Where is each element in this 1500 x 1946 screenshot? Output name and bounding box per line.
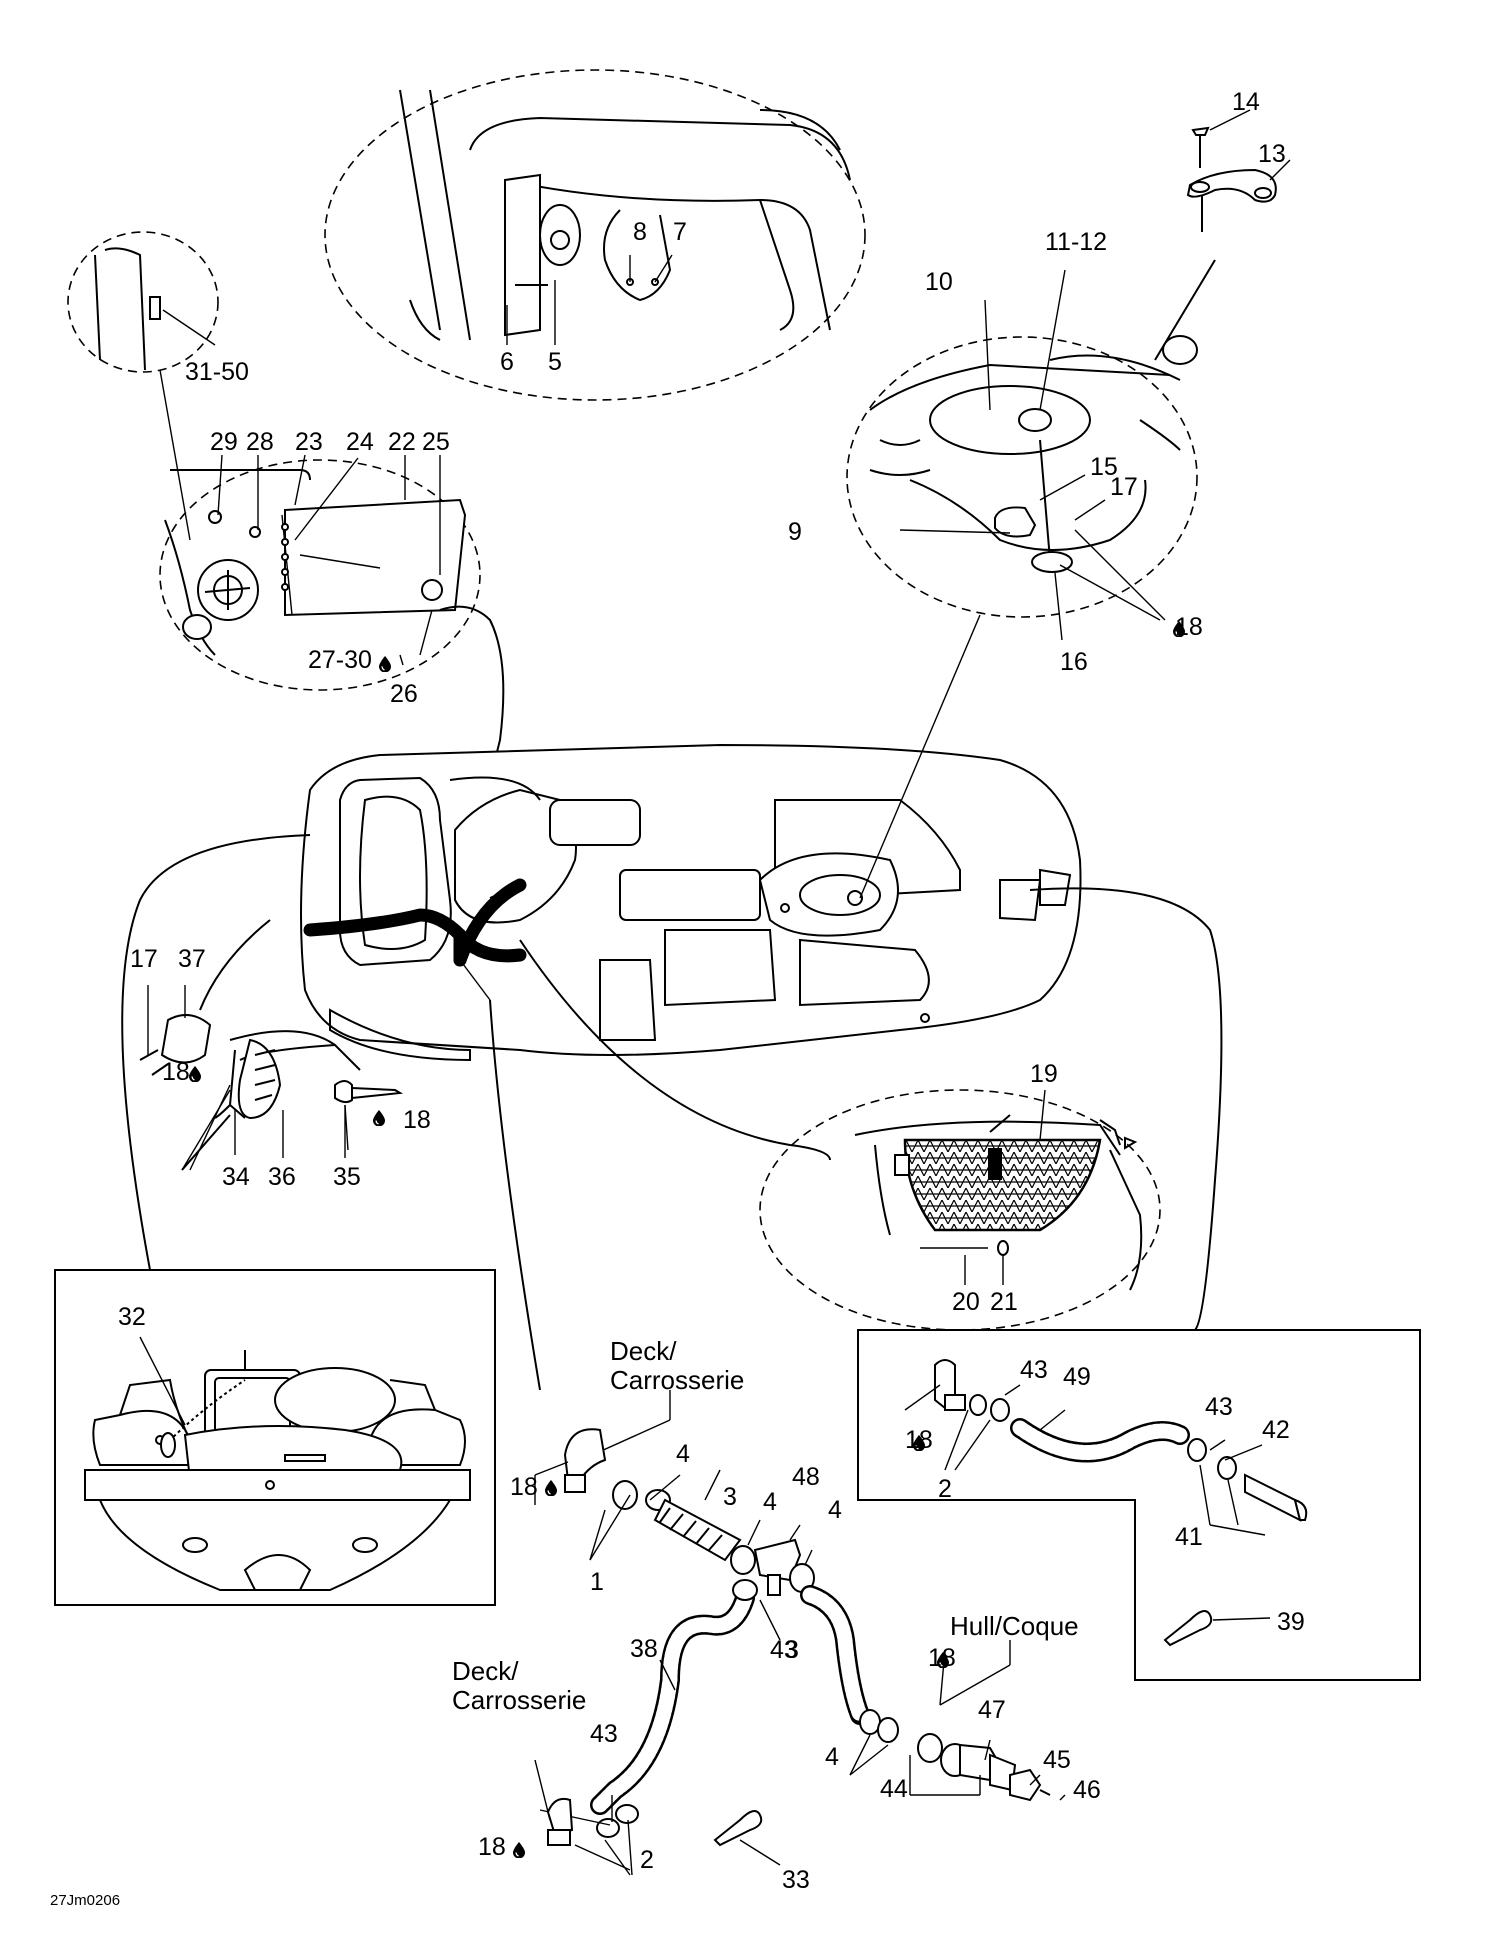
callout-27-30: 27-30	[308, 646, 372, 674]
callout-17: 17	[130, 945, 158, 973]
callout-4: 4	[825, 1743, 839, 1771]
boat-top-view	[300, 614, 1082, 1062]
callout-42: 42	[1262, 1416, 1290, 1444]
callout-38: 38	[630, 1635, 658, 1663]
callout-35: 35	[333, 1163, 361, 1191]
callout-43: 43	[770, 1636, 798, 1664]
callout-41: 41	[1175, 1523, 1203, 1551]
callout-11-12: 11-12	[1045, 228, 1107, 256]
callout-8: 8	[633, 218, 647, 246]
callout-20: 20	[952, 1288, 980, 1316]
callout-31-50: 31-50	[185, 358, 249, 386]
callout-4: 4	[763, 1488, 777, 1516]
callout-22: 22	[388, 428, 416, 456]
callout-25: 25	[422, 428, 450, 456]
callout-44: 44	[880, 1775, 908, 1803]
callout-37: 37	[178, 945, 206, 973]
callout-24: 24	[346, 428, 374, 456]
leader-37	[199, 919, 271, 1011]
detail-glovebox-lid	[846, 259, 1216, 641]
detail-storage-net	[759, 1089, 1161, 1331]
strap-and-screw	[1186, 109, 1291, 232]
callout-46: 46	[1073, 1776, 1101, 1804]
callout-48: 48	[792, 1463, 820, 1491]
callout-15: 15	[1090, 453, 1118, 481]
leader-deck-center	[489, 999, 541, 1391]
drain-plug-parts	[139, 985, 404, 1171]
leader-32	[121, 834, 311, 1271]
callout-2: 2	[640, 1846, 654, 1874]
rear-view-box	[54, 1269, 496, 1606]
callout-43: 43	[1205, 1393, 1233, 1421]
label-deck-left: Deck/ Carrosserie	[452, 1656, 586, 1715]
label-hull: Hull/Coque	[950, 1611, 1079, 1641]
callout-23: 23	[295, 428, 323, 456]
right-hose-box	[857, 1329, 1421, 1681]
label-deck-left-line2: Carrosserie	[452, 1685, 586, 1715]
callout-21: 21	[990, 1288, 1018, 1316]
callout-36: 36	[268, 1163, 296, 1191]
callout-49: 49	[1063, 1363, 1091, 1391]
droplet-icon	[373, 1110, 385, 1126]
callout-3: 3	[723, 1483, 737, 1511]
callout-18: 18	[905, 1426, 933, 1454]
callout-39: 39	[1277, 1608, 1305, 1636]
label-deck-left-line1: Deck/	[452, 1656, 519, 1686]
callout-10: 10	[925, 268, 953, 296]
callout-33: 33	[782, 1866, 810, 1894]
droplet-icon	[545, 1480, 557, 1496]
callout-43: 43	[590, 1720, 618, 1748]
callout-6: 6	[500, 348, 514, 376]
droplet-icon	[513, 1842, 525, 1858]
callout-18: 18	[162, 1058, 190, 1086]
callout-4: 4	[828, 1496, 842, 1524]
callout-43: 43	[1020, 1356, 1048, 1384]
callout-28: 28	[246, 428, 274, 456]
callout-26: 26	[390, 680, 418, 708]
callout-45: 45	[1043, 1746, 1071, 1774]
callout-18: 18	[510, 1473, 538, 1501]
callout-14: 14	[1232, 88, 1260, 116]
label-deck-center-line2: Carrosserie	[610, 1365, 744, 1395]
callout-18: 18	[928, 1644, 956, 1672]
callout-9: 9	[788, 518, 802, 546]
callout-3: 3	[785, 1636, 799, 1664]
callout-2: 2	[938, 1475, 952, 1503]
callout-29: 29	[210, 428, 238, 456]
callout-17: 17	[1110, 473, 1138, 501]
detail-storage-hinge	[324, 69, 866, 401]
callout-18: 18	[403, 1106, 431, 1134]
callout-18: 18	[1175, 613, 1203, 641]
label-deck-center-line1: Deck/	[610, 1336, 677, 1366]
detail-storage-cover	[159, 454, 505, 931]
callout-34: 34	[222, 1163, 250, 1191]
leader-19	[519, 939, 831, 1161]
callout-19: 19	[1030, 1060, 1058, 1088]
callout-18: 18	[478, 1833, 506, 1861]
callout-47: 47	[978, 1696, 1006, 1724]
detail-decal	[67, 231, 219, 541]
label-deck-center: Deck/ Carrosserie	[610, 1336, 744, 1395]
callout-32: 32	[118, 1303, 146, 1331]
droplet-icon	[189, 1066, 201, 1082]
leader-right-box	[1029, 887, 1223, 1331]
drawing-code: 27Jm0206	[50, 1892, 120, 1909]
callout-7: 7	[673, 218, 687, 246]
callout-16: 16	[1060, 648, 1088, 676]
droplet-icon	[379, 656, 391, 672]
callout-13: 13	[1258, 140, 1286, 168]
callout-4: 4	[676, 1440, 690, 1468]
center-hose-assembly	[534, 1390, 1066, 1876]
callout-1: 1	[590, 1568, 604, 1596]
callout-5: 5	[548, 348, 562, 376]
